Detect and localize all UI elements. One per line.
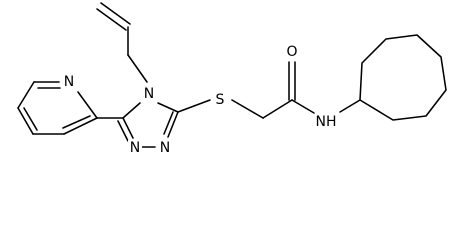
bond-ch2-carbonyl xyxy=(262,99,293,119)
bond-pyr-c6-c5 xyxy=(17,81,35,109)
bond-vinyl-double-a xyxy=(100,2,131,25)
atom-labels: N N N N S O NH xyxy=(62,44,338,156)
bond-pyr-c3-c2 xyxy=(63,117,98,135)
bond-pyr-c2-n xyxy=(77,91,98,119)
bond-c3-s xyxy=(177,99,211,113)
bond-s-ch2 xyxy=(231,99,264,119)
bond-pyr-c5-c4-double xyxy=(23,107,38,131)
atom-n4-triazole: N xyxy=(144,86,154,102)
bond-c3-n2-b xyxy=(163,111,174,135)
allyl-group xyxy=(96,2,148,83)
atom-nh-amide: NH xyxy=(316,114,337,130)
atom-n2-triazole: N xyxy=(160,140,170,156)
bond-pyr-c3-c2-double xyxy=(62,115,91,129)
thioacetamide-linker xyxy=(177,61,361,119)
pyridine-ring xyxy=(17,81,124,135)
bonds xyxy=(17,2,447,148)
atom-o-carbonyl: O xyxy=(286,44,297,60)
bond-nh-cycloheptyl xyxy=(339,99,361,113)
atom-s-thioether: S xyxy=(216,92,225,108)
bond-carbonyl-nh xyxy=(291,99,315,114)
atom-n-pyridine: N xyxy=(64,74,74,90)
atom-n1-triazole: N xyxy=(130,140,140,156)
bond-c3-n2-a xyxy=(167,111,179,138)
triazole-ring xyxy=(117,102,179,148)
bond-n4-c3 xyxy=(157,102,179,113)
bond-n1-c5-b xyxy=(117,120,129,142)
bond-vinyl-double-b xyxy=(96,8,127,31)
bond-pyr-c5-c4 xyxy=(17,107,34,135)
bond-c5-n4 xyxy=(122,102,141,119)
cycloheptane-ring xyxy=(359,34,447,121)
molecule-structure-diagram: N N N N S O NH xyxy=(17,2,447,156)
bond-n1-c5-a xyxy=(122,117,134,139)
bond-allyl-ch2-n xyxy=(127,54,148,83)
